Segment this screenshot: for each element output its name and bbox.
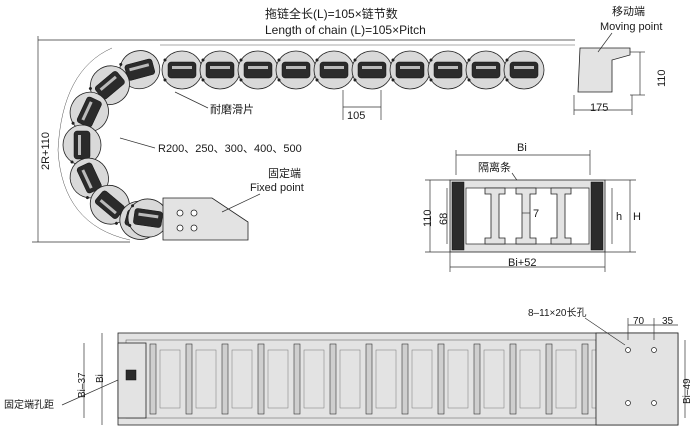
separator-bar <box>473 343 481 415</box>
top-view-separators <box>149 343 613 415</box>
dim-bi-minus-49: Bi–49 <box>682 378 693 404</box>
cell-outline <box>231 349 253 409</box>
section-bi-plus-52: Bi+52 <box>508 257 536 269</box>
dim-bi: Bi <box>95 374 106 383</box>
fixed-end-hole-pitch-label: 固定端孔距 <box>4 398 54 411</box>
dim-7: 7 <box>533 208 539 220</box>
cell-outline <box>195 349 217 409</box>
chain-link <box>389 50 431 90</box>
dim-2r-plus-110: 2R+110 <box>40 132 52 170</box>
dim-105-pitch: 105 <box>347 110 365 122</box>
bend-radius-options: R200、250、300、400、500 <box>158 143 302 155</box>
separator-bar <box>437 343 445 415</box>
cell-outline <box>303 349 325 409</box>
cell-outline <box>555 349 577 409</box>
chain-link <box>351 50 393 90</box>
chain-top-view: 8–11×20长孔 70 35 Bi–37 Bi Bi–49 固定端孔距 <box>4 307 693 426</box>
cell-outline <box>339 349 361 409</box>
separator-bar <box>509 343 517 415</box>
section-dim-H: H <box>633 211 641 223</box>
cell-outline <box>159 349 181 409</box>
dim-110-right: 110 <box>656 69 668 87</box>
dim-35: 35 <box>662 316 674 327</box>
separator-bar <box>221 343 229 415</box>
cell-outline <box>447 349 469 409</box>
separator-bar <box>149 343 157 415</box>
fixed-point-label-cn: 固定端 <box>268 166 301 180</box>
separator-bar <box>329 343 337 415</box>
chain-link <box>69 91 109 134</box>
wear-slider-label: 耐磨滑片 <box>210 103 254 116</box>
chain-link <box>275 50 317 90</box>
chain-link <box>313 50 355 90</box>
cell-outline <box>267 349 289 409</box>
fixed-point-label-en: Fixed point <box>250 182 304 194</box>
dim-175: 175 <box>590 102 608 114</box>
separator-bar <box>185 343 193 415</box>
section-bi-label: Bi <box>517 142 527 154</box>
cell-outline <box>483 349 505 409</box>
fixed-end-bracket <box>162 197 249 241</box>
section-dim-h: h <box>616 211 622 223</box>
separator-bar <box>401 343 409 415</box>
chain-link <box>127 198 169 238</box>
cell-outline <box>519 349 541 409</box>
total-length-label-cn: 拖链全长(L)=105×链节数 <box>265 6 398 21</box>
chain-link <box>89 184 131 225</box>
chain-link <box>503 50 545 90</box>
chain-side-view: 拖链全长(L)=105×链节数 Length of chain (L)=105×… <box>32 5 668 243</box>
chain-link <box>237 50 279 90</box>
chain-cross-section: Bi 隔离条 7 110 68 h H Bi+52 <box>422 142 641 272</box>
separator-bar <box>581 343 589 415</box>
section-dim-68: 68 <box>438 213 450 225</box>
chain-link <box>161 50 203 90</box>
chain-link <box>427 50 469 90</box>
separator-bar <box>545 343 553 415</box>
separator-label: 隔离条 <box>478 160 511 174</box>
moving-point-label-cn: 移动端 <box>612 5 645 18</box>
dim-bi-minus-37: Bi–37 <box>77 372 88 398</box>
separator-bar <box>293 343 301 415</box>
cell-outline <box>411 349 433 409</box>
separator-bar <box>365 343 373 415</box>
total-length-label-en: Length of chain (L)=105×Pitch <box>265 23 426 37</box>
slot-hole-label: 8–11×20长孔 <box>528 307 586 319</box>
chain-links-straight <box>161 50 545 90</box>
separator-bar <box>257 343 265 415</box>
moving-end-bracket <box>577 47 631 93</box>
cell-outline <box>375 349 397 409</box>
moving-point-label-en: Moving point <box>600 21 662 33</box>
chain-link <box>465 50 507 90</box>
chain-link <box>199 50 241 90</box>
chain-links-curved <box>62 50 169 240</box>
section-dim-110: 110 <box>422 209 434 227</box>
dim-70: 70 <box>633 316 645 327</box>
